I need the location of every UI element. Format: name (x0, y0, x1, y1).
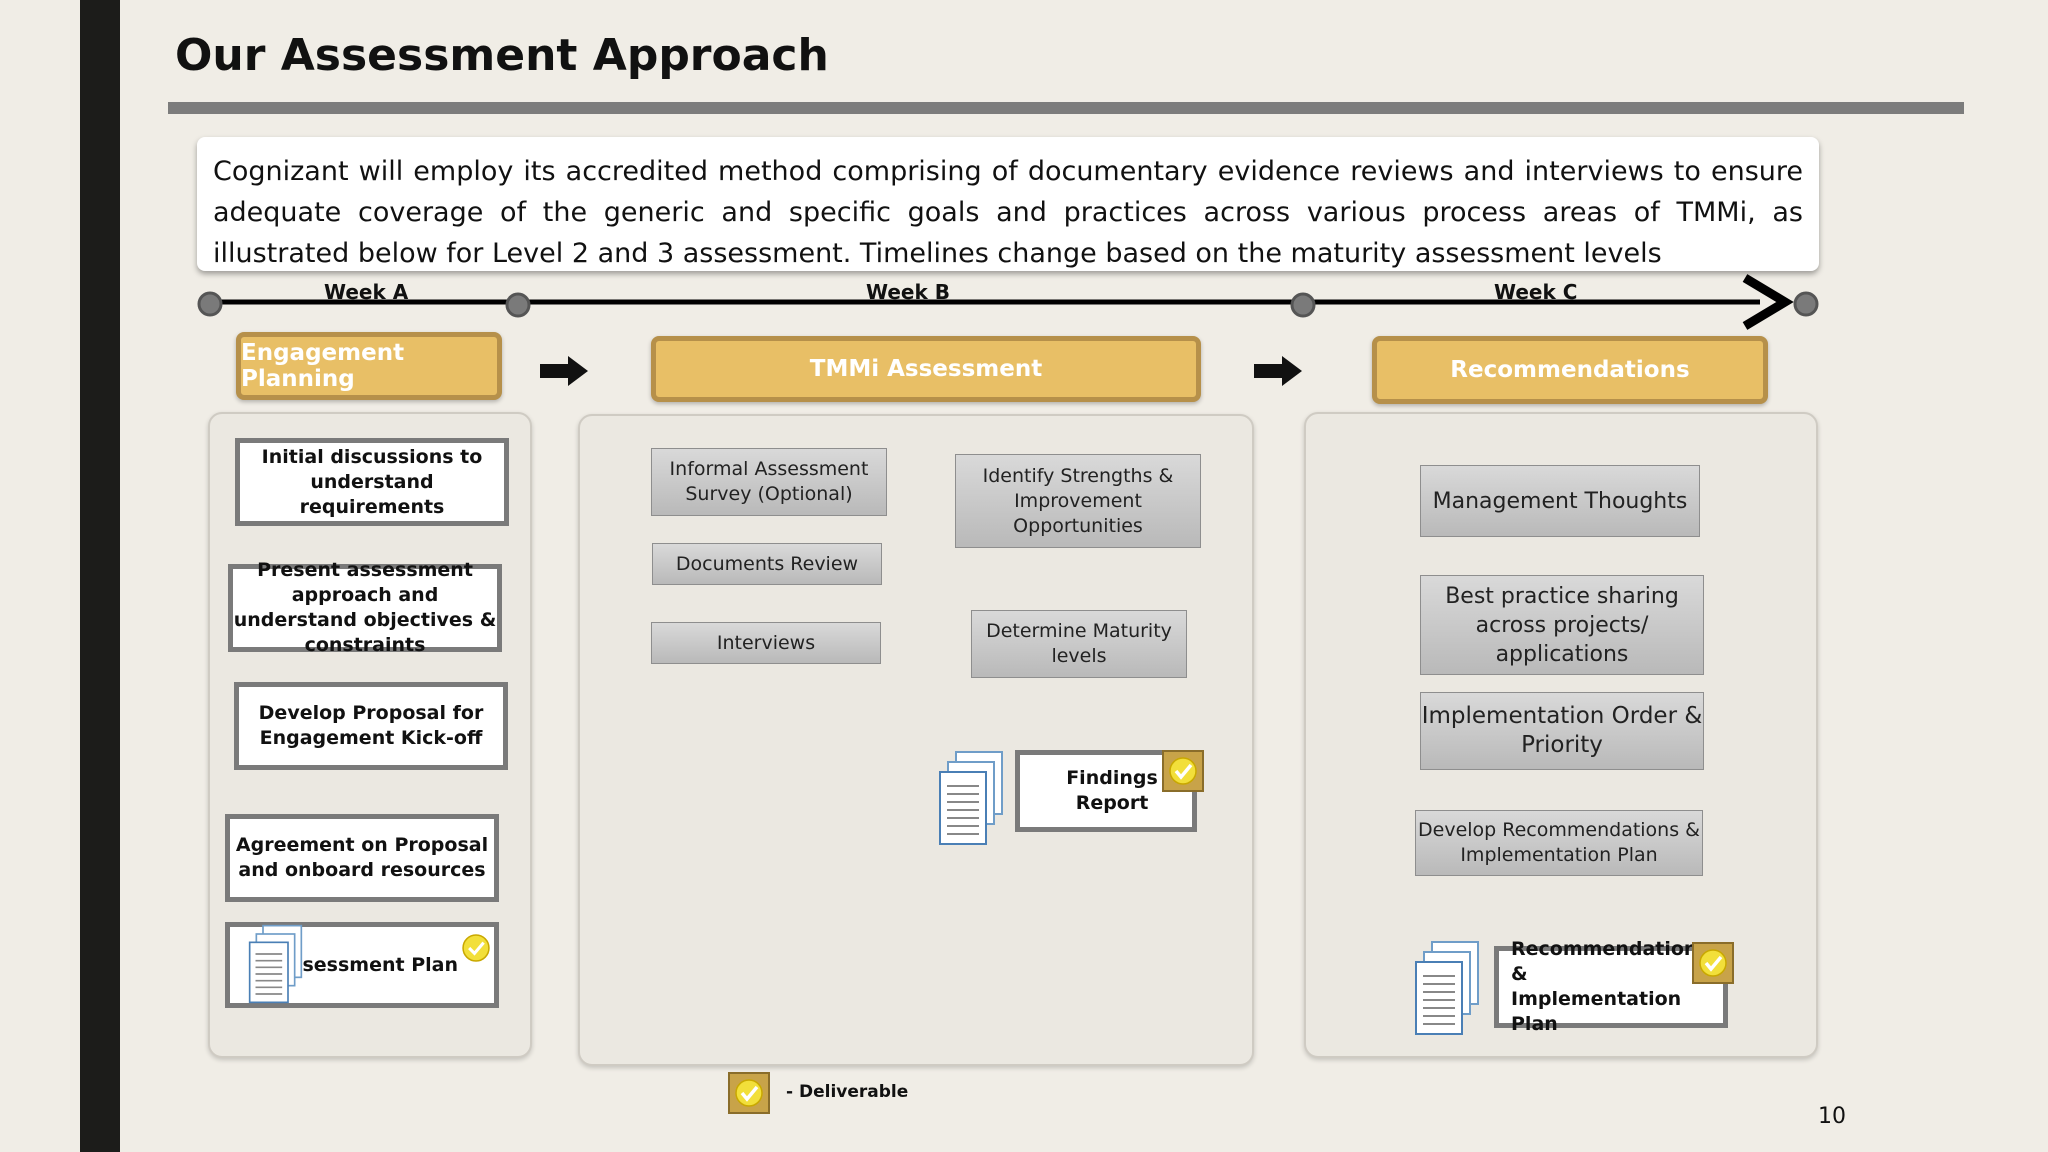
input-management-thoughts: Management Thoughts (1420, 465, 1700, 537)
week-a-label: Week A (324, 280, 409, 304)
develop-recommendations-box: Develop Recommendations & Implementation… (1415, 810, 1703, 876)
deliverable-check-icon (1692, 942, 1734, 984)
input-text: Informal Assessment Survey (Optional) (669, 458, 869, 505)
deliverable-recommendations-plan: Recommendations & Implementation Plan (1494, 938, 1728, 1035)
legend-check-icon (728, 1072, 770, 1114)
phase-tmmi-assessment: TMMi Assessment (651, 336, 1201, 402)
determine-maturity-box: Determine Maturity levels (971, 610, 1187, 678)
box-text: Identify Strengths & Improvement Opportu… (982, 464, 1174, 537)
input-interviews: Interviews (651, 622, 881, 664)
timeline-node (1290, 292, 1316, 318)
document-stack-icon (939, 751, 1003, 845)
step-text: Present assessment approach and understa… (233, 559, 497, 656)
step-develop-proposal: Develop Proposal for Engagement Kick-off (234, 682, 508, 770)
document-stack-icon (1415, 941, 1479, 1035)
input-text: Best practice sharing across projects/ a… (1445, 583, 1679, 667)
phase-engagement-planning: Engagement Planning (236, 332, 502, 400)
phase-label: Engagement Planning (241, 340, 405, 392)
timeline-node (1793, 291, 1819, 317)
week-b-label: Week B (866, 280, 950, 304)
intro-box: Cognizant will employ its accredited met… (197, 137, 1819, 271)
page-number: 10 (1818, 1104, 1846, 1129)
deliverable-check-icon (462, 934, 490, 962)
page-title: Our Assessment Approach (175, 30, 829, 81)
step-agreement-proposal: Agreement on Proposal and onboard resour… (225, 814, 499, 902)
input-text: Implementation Order & Priority (1421, 703, 1703, 758)
document-stack-icon (248, 924, 303, 1004)
phase-label: TMMi Assessment (809, 356, 1043, 382)
timeline-node (197, 291, 223, 317)
deliverable-text: Findings Report (1066, 767, 1158, 814)
input-text: Interviews (716, 631, 816, 654)
deliverable-text: Recommendations & Implementation Plan (1511, 938, 1709, 1035)
input-implementation-order: Implementation Order & Priority (1420, 692, 1704, 770)
legend-label: - Deliverable (786, 1082, 909, 1102)
input-best-practice: Best practice sharing across projects/ a… (1420, 575, 1704, 675)
week-c-label: Week C (1494, 280, 1578, 304)
title-divider (168, 102, 1964, 114)
deliverable-check-icon (1162, 750, 1204, 792)
timeline-arrowhead (1742, 274, 1794, 330)
step-text: Initial discussions to understand requir… (261, 445, 483, 518)
box-text: Determine Maturity levels (986, 620, 1172, 667)
input-text: Documents Review (675, 552, 859, 575)
input-informal-survey: Informal Assessment Survey (Optional) (651, 448, 887, 516)
box-text: Develop Recommendations & Implementation… (1418, 819, 1700, 866)
step-text: Agreement on Proposal and onboard resour… (235, 834, 489, 881)
step-text: Develop Proposal for Engagement Kick-off (258, 702, 484, 749)
step-initial-discussions: Initial discussions to understand requir… (235, 438, 509, 526)
phase-label: Recommendations (1450, 357, 1690, 383)
input-text: Management Thoughts (1432, 488, 1688, 514)
input-documents-review: Documents Review (652, 543, 882, 585)
intro-text: Cognizant will employ its accredited met… (213, 156, 1803, 269)
phase-recommendations: Recommendations (1372, 336, 1768, 404)
identify-strengths-box: Identify Strengths & Improvement Opportu… (955, 454, 1201, 548)
deliverable-text: Assessment Plan (276, 953, 458, 976)
timeline-node (505, 292, 531, 318)
arrow-right-icon (1254, 356, 1302, 386)
arrow-right-icon (540, 356, 588, 386)
step-present-approach: Present assessment approach and understa… (228, 559, 502, 656)
sidebar-bar (80, 0, 120, 1152)
